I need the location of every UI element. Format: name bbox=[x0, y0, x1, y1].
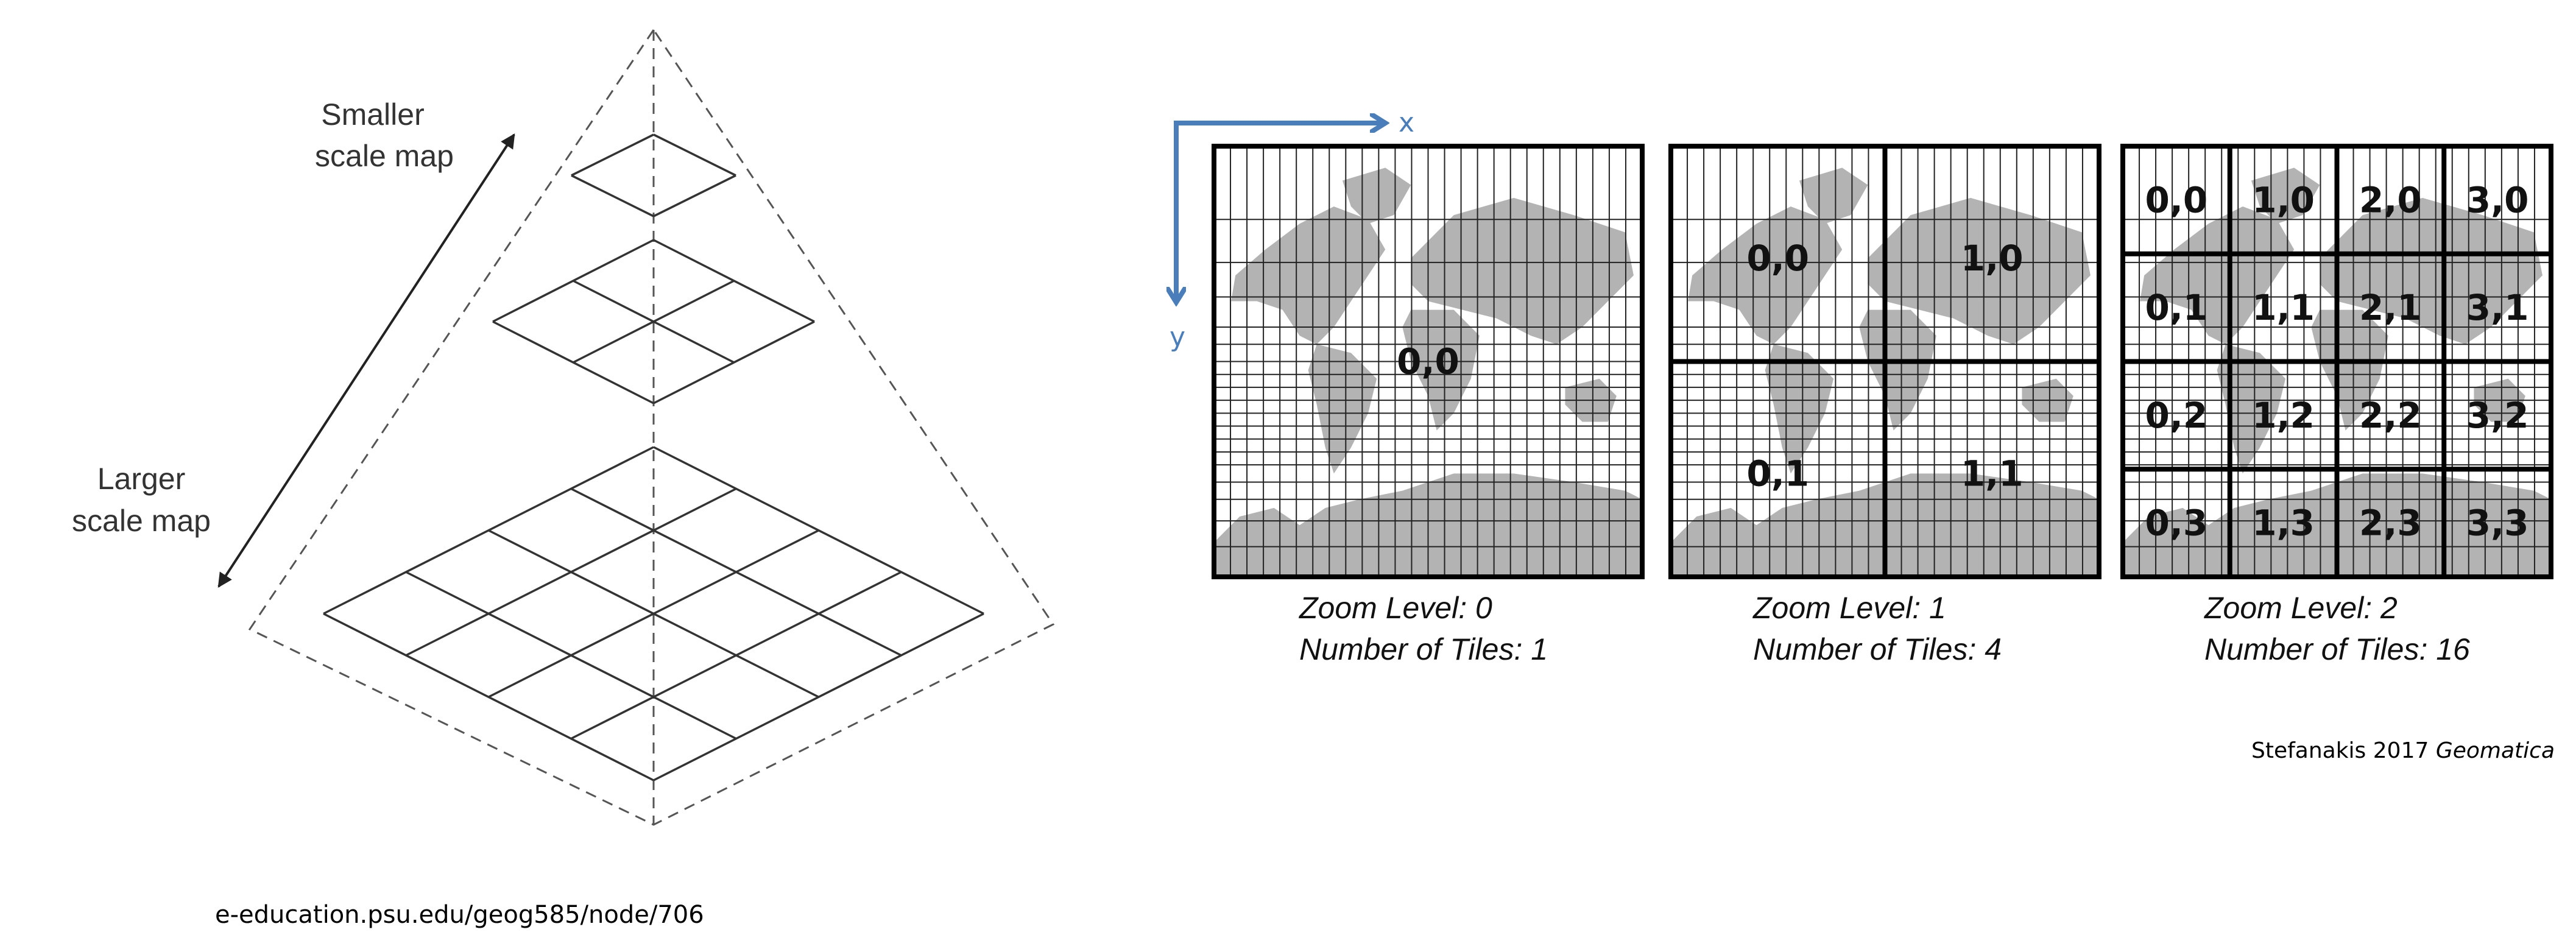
layer-grid-line bbox=[323, 612, 654, 781]
axes-indicator bbox=[1174, 121, 1382, 298]
pyramid-layer-4x4 bbox=[323, 446, 984, 781]
tile-label: 1,1 bbox=[2252, 287, 2315, 328]
tile-label: 3,2 bbox=[2466, 395, 2529, 436]
tile-label: 2,0 bbox=[2359, 179, 2422, 220]
smaller-scale-label-line2: scale map bbox=[315, 139, 454, 173]
zoom-level-caption: Zoom Level: 1 bbox=[1752, 591, 1946, 625]
layer-grid-line bbox=[573, 280, 735, 364]
layer-grid-line bbox=[653, 174, 736, 217]
fine-grid bbox=[1214, 146, 1642, 577]
pyramid-layers bbox=[323, 133, 984, 781]
tile-label: 0,1 bbox=[1746, 453, 1809, 494]
citation: Stefanakis 2017 Geomatica bbox=[2251, 738, 2555, 763]
larger-scale-label-line2: scale map bbox=[72, 504, 211, 538]
tile-label: 1,0 bbox=[1961, 238, 2024, 279]
layer-grid-line bbox=[488, 529, 819, 698]
tile-label: 3,1 bbox=[2466, 287, 2529, 328]
tile-boundaries bbox=[2120, 144, 2553, 579]
zoom-level-caption: Zoom Level: 0 bbox=[1299, 591, 1492, 625]
x-axis-label: x bbox=[1399, 107, 1414, 138]
layer-grid-line bbox=[570, 571, 902, 740]
y-axis-label: y bbox=[1170, 322, 1185, 353]
layer-grid-line bbox=[653, 133, 736, 177]
tile-label: 3,0 bbox=[2466, 179, 2529, 220]
number-of-tiles-caption: Number of Tiles: 16 bbox=[2204, 632, 2470, 666]
tile-label: 0,3 bbox=[2145, 503, 2208, 544]
tile-boundaries bbox=[1212, 144, 1645, 579]
tile-label: 2,2 bbox=[2359, 395, 2422, 436]
tile-label: 3,3 bbox=[2466, 503, 2529, 544]
tile-label: 1,2 bbox=[2252, 395, 2315, 436]
zoom-panel-2: 0,0 1,0 2,0 3,0 0,1 1,1 2,1 3,1 0,2 1,2 2,2 3,2 0,3 1… bbox=[2120, 144, 2553, 666]
tile-label: 0,1 bbox=[2145, 287, 2208, 328]
pyramid-layer-2x2 bbox=[492, 239, 815, 404]
zoom-level-caption: Zoom Level: 2 bbox=[2204, 591, 2398, 625]
citation-journal: Geomatica bbox=[2436, 738, 2555, 763]
layer-grid-line bbox=[492, 320, 654, 404]
pyramid-source: e-education.psu.edu/geog585/node/706 bbox=[215, 901, 704, 929]
smaller-scale-label-line1: Smaller bbox=[321, 97, 424, 132]
layer-grid-line bbox=[571, 174, 654, 217]
tile-label: 0,0 bbox=[1746, 238, 1809, 279]
tile-label: 1,1 bbox=[1961, 453, 2024, 494]
tile-label: 1,3 bbox=[2252, 503, 2315, 544]
layer-grid-line bbox=[571, 133, 654, 177]
tile-label: 0,0 bbox=[2145, 179, 2208, 220]
layer-grid-line bbox=[653, 320, 815, 404]
larger-scale-label-line1: Larger bbox=[97, 462, 186, 496]
tile-label: 0,0 bbox=[1397, 341, 1459, 383]
layer-grid-line bbox=[653, 612, 984, 781]
number-of-tiles-caption: Number of Tiles: 4 bbox=[1753, 632, 2002, 666]
tile-label: 2,1 bbox=[2359, 287, 2422, 328]
tile-label: 0,2 bbox=[2145, 395, 2208, 436]
layer-grid-line bbox=[405, 571, 737, 740]
tile-boundaries bbox=[1668, 144, 2101, 579]
number-of-tiles-caption: Number of Tiles: 1 bbox=[1299, 632, 1548, 666]
tile-label: 2,3 bbox=[2359, 503, 2422, 544]
scale-arrow bbox=[217, 133, 515, 588]
tile-label: 1,0 bbox=[2252, 179, 2315, 220]
citation-author: Stefanakis 2017 bbox=[2251, 738, 2436, 763]
pyramid-layer-1x1 bbox=[571, 133, 736, 217]
